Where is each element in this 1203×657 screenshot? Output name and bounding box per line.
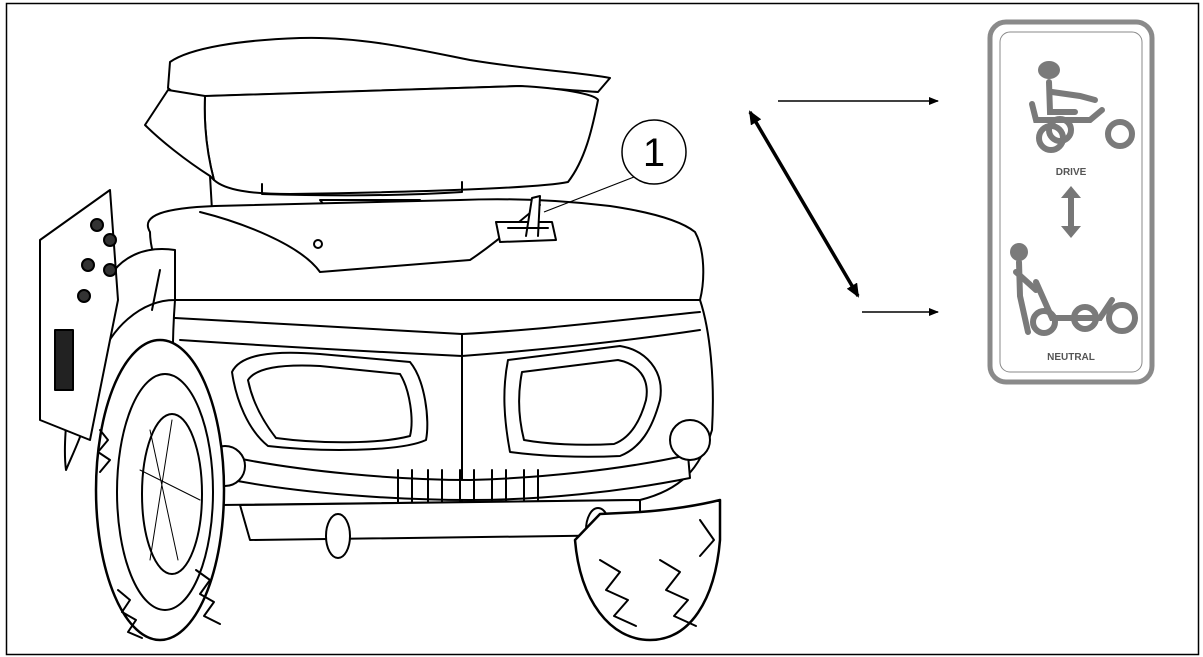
scooter-drawing [39, 36, 722, 642]
side-reflector [39, 189, 119, 441]
reflector-dot-4 [103, 263, 117, 277]
callout-1: 1 [543, 119, 687, 213]
shroud-screw [313, 239, 323, 249]
reflector-stripe [54, 329, 74, 391]
bumper-end-right [669, 419, 711, 461]
tail-light-right-lens [518, 359, 648, 446]
reflector-dot-1 [90, 218, 104, 232]
double-vertical-arrow-icon [1061, 186, 1081, 238]
tail-light-left [231, 351, 429, 451]
callout-leader [543, 176, 635, 213]
tail-light-left-lens [247, 364, 413, 444]
rear-wheel-left [94, 338, 226, 642]
seat-post-left [209, 175, 213, 211]
body-shroud [147, 198, 705, 301]
rear-panel-ridge [179, 329, 701, 357]
neutral-mode-icon [1010, 243, 1138, 336]
lever-motion-arrow [748, 110, 860, 298]
drive-mode-icon [1029, 61, 1135, 153]
anti-tip-wheel-left [325, 513, 351, 559]
reflector-dot-2 [103, 233, 117, 247]
seat-base [261, 181, 463, 197]
fender-edge [151, 269, 161, 311]
neutral-label: NEUTRAL [1047, 352, 1095, 363]
callout-number: 1 [643, 131, 665, 175]
drive-label: DRIVE [1056, 167, 1087, 178]
figure-border [5, 2, 1200, 656]
tail-light-right [503, 345, 662, 458]
seat-wing-left [144, 89, 215, 181]
reflector-dot-5 [77, 289, 91, 303]
freewheel-lever [525, 195, 541, 237]
seat-cushion [203, 85, 599, 195]
rear-wheel-right [573, 498, 722, 642]
freewheel-sign: DRIVE NEUTRAL [987, 19, 1155, 385]
mode-arrows [748, 97, 939, 316]
reflector-dot-3 [81, 258, 95, 272]
